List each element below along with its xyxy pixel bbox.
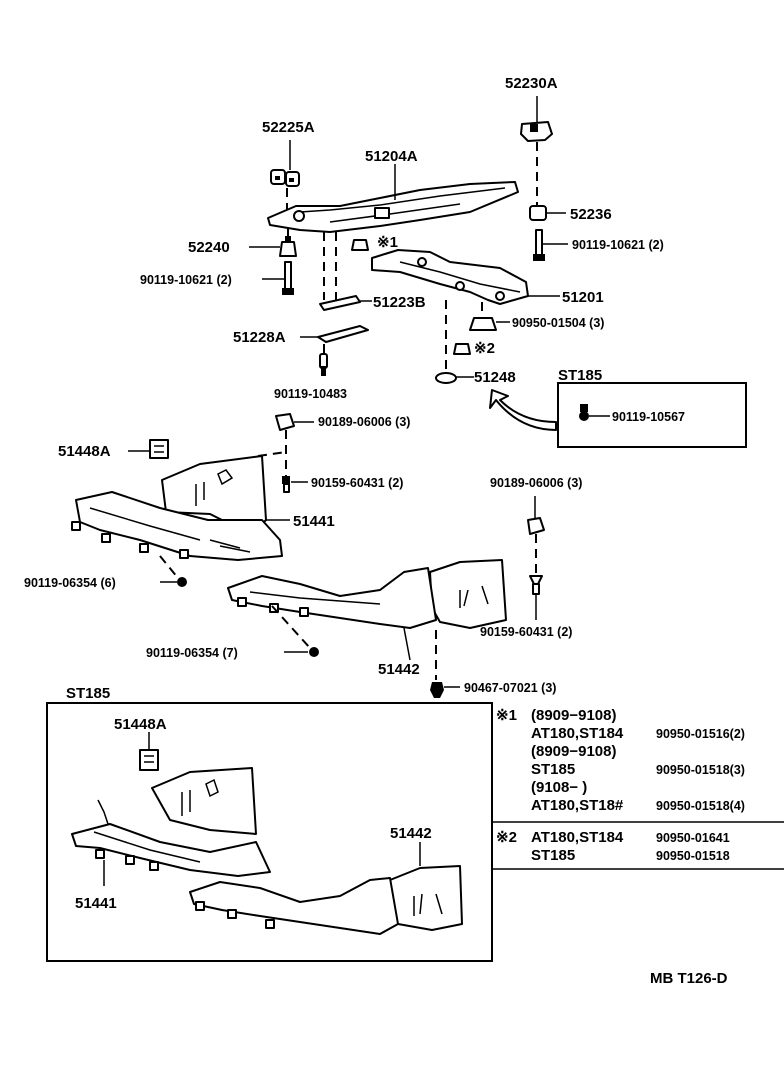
label-90119-10567: 90119-10567 [612, 410, 685, 424]
notes-mark2-symbol: ※2 [496, 829, 517, 846]
mount-52230A [520, 121, 553, 142]
label-52225A: 52225A [262, 119, 315, 136]
clip-51448A-bottom [139, 749, 159, 771]
undercover-51442-bottom [189, 865, 463, 935]
label-90119-10621-left: 90119-10621 (2) [140, 273, 232, 287]
nut-90189-06006-b [527, 517, 545, 535]
screw-90159-60431-a [282, 476, 290, 493]
label-90119-06354-7: 90119-06354 (7) [146, 646, 238, 660]
label-90950-01504: 90950-01504 (3) [512, 316, 604, 330]
nut-90950-01504 [469, 317, 497, 331]
washer-51248 [435, 372, 457, 384]
bolt-90119-10567 [579, 404, 589, 421]
bushing-52236 [529, 205, 547, 221]
notes-mark2-row1-model: AT180,ST184 [531, 829, 624, 846]
label-52240: 52240 [188, 239, 230, 256]
notes-mark1-row1-model: (8909−9108) [531, 707, 617, 724]
label-52230A: 52230A [505, 75, 558, 92]
label-51228A: 51228A [233, 329, 286, 346]
notes-mark1-row2-model: AT180,ST184 [531, 725, 624, 742]
st185-inset-top [557, 382, 747, 448]
plate-51228A [317, 325, 369, 343]
label-st185-bottom: ST185 [66, 685, 110, 702]
notes-mark1-symbol: ※1 [496, 707, 517, 724]
mark-1: ※1 [377, 234, 398, 251]
notes-mark2: ※2 AT180,ST184 90950-01641 ST185 90950-0… [496, 829, 730, 864]
nut-mark2 [453, 343, 471, 355]
notes-mark1-row6-model: AT180,ST18# [531, 797, 624, 814]
notes-mark1-row6-part: 90950-01518(4) [656, 799, 745, 813]
st185-inset-bottom [46, 702, 493, 962]
notes-mark2-row1-part: 90950-01641 [656, 831, 730, 845]
figure-code: MB T126-D [650, 970, 728, 987]
notes-mark1-row5-model: (9108− ) [531, 779, 587, 796]
nut-mark1 [351, 239, 369, 251]
cushion-52225A [270, 169, 300, 187]
label-51201: 51201 [562, 289, 604, 306]
bolt-90119-10483 [319, 353, 328, 376]
bushing-52240 [279, 236, 297, 257]
label-st185-top: ST185 [558, 367, 602, 384]
label-51248: 51248 [474, 369, 516, 386]
notes-mark2-row2-model: ST185 [531, 847, 575, 864]
bolt-90119-10621-left [282, 261, 294, 295]
crossmember-51201 [371, 249, 529, 305]
notes-mark1-row3-model: (8909−9108) [531, 743, 617, 760]
pointer-arrow [489, 389, 557, 431]
label-90189-06006-a: 90189-06006 (3) [318, 415, 410, 429]
label-90119-06354-6: 90119-06354 (6) [24, 576, 116, 590]
label-51441-bottom: 51441 [75, 895, 117, 912]
bolt-90119-06354-6 [159, 555, 187, 587]
label-52236: 52236 [570, 206, 612, 223]
undercover-51441-top [71, 455, 283, 561]
undercover-51441-bottom [71, 767, 271, 877]
label-90159-60431-a: 90159-60431 (2) [311, 476, 403, 490]
notes-mark1-row2-part: 90950-01516(2) [656, 727, 745, 741]
bolt-90119-10621-right [533, 229, 545, 261]
label-51442-bottom: 51442 [390, 825, 432, 842]
notes-mark1-row4-part: 90950-01518(3) [656, 763, 745, 777]
label-90159-60431-b: 90159-60431 (2) [480, 625, 572, 639]
label-90119-10483: 90119-10483 [274, 387, 347, 401]
label-51441-top: 51441 [293, 513, 335, 530]
screw-90159-60431-b [529, 575, 543, 595]
label-90467-07021: 90467-07021 (3) [464, 681, 556, 695]
notes-mark1: ※1 (8909−9108) AT180,ST184 90950-01516(2… [496, 707, 745, 814]
bolt-90119-06354-7 [309, 647, 319, 657]
label-90189-06006-b: 90189-06006 (3) [490, 476, 582, 490]
notes-mark1-row4-model: ST185 [531, 761, 575, 778]
label-51223B: 51223B [373, 294, 426, 311]
undercover-51442-top [227, 559, 507, 629]
spacer-51223B [319, 295, 361, 311]
nut-90189-06006-a [275, 413, 295, 431]
label-51204A: 51204A [365, 148, 418, 165]
crossmember-51204A [267, 181, 519, 233]
notes-mark2-row2-part: 90950-01518 [656, 849, 730, 863]
clip-90467-07021 [430, 682, 444, 698]
label-51448A-top: 51448A [58, 443, 111, 460]
label-90119-10621-right: 90119-10621 (2) [572, 238, 664, 252]
mark-2: ※2 [474, 340, 495, 357]
label-51442-top: 51442 [378, 661, 420, 678]
clip-51448A-top [149, 439, 169, 459]
label-51448A-bottom: 51448A [114, 716, 167, 733]
